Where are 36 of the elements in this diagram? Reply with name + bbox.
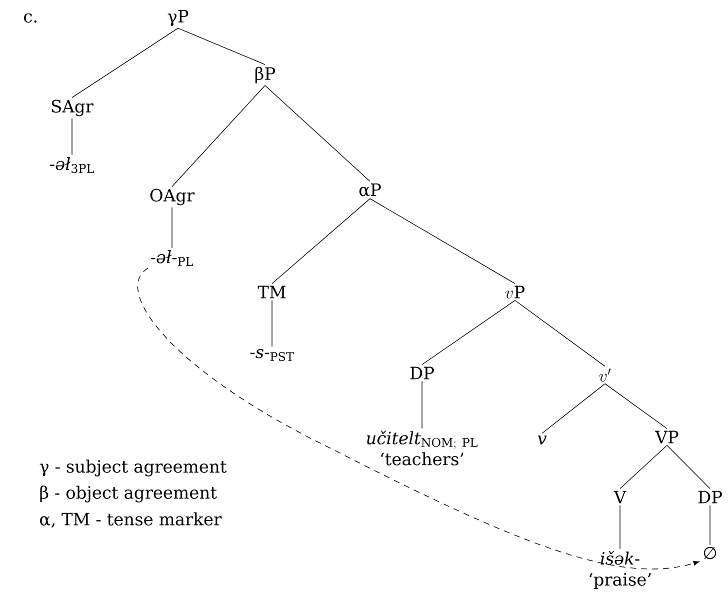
tree-node-label: DP [698,490,722,504]
branch-line [422,300,516,365]
tree-node-label: γP [168,10,188,26]
morpheme-label: -s-$_{PST}$ [250,348,294,362]
tree-node-label: βP [255,66,276,84]
morpheme-label: -əł$_{3PL}$ [50,157,94,173]
branch-line [264,85,370,182]
note-text: β - object agreement [40,486,217,502]
branch-line [514,300,606,367]
tree-node-label: $v\mathrm{P}$ [505,286,525,298]
branch-line [620,445,668,489]
tree-node-label: v [538,436,547,444]
tree-node-label: VP [654,430,678,444]
tree-node-label: SAgr [52,100,94,116]
branch-line [172,85,266,187]
branch-line [72,28,178,98]
note-text: γ - subject agreement [40,460,227,476]
branch-line [272,198,370,284]
movement-arrow [138,268,700,570]
morpheme-label: $\textit{učitelt}_{\mathrm{NOM;\ PL}}$ ‘teachers’ [366,430,478,466]
branch-line [604,383,668,429]
tree-node-label: $v'$ [599,368,611,382]
morpheme-label: išək- ‘praise’ [590,550,651,590]
note-text: α, TM - tense marker [40,512,222,528]
tree-node-label: DP [410,366,434,380]
tree-node-label: αP [359,184,381,196]
morpheme-label: -əł-$_{PL}$ [151,250,193,266]
tree-node-label: TM [258,286,286,298]
example-letter: c. [24,13,37,23]
branch-line [370,198,516,284]
tree-node-label: V [614,490,626,504]
branch-line [178,28,266,65]
branch-line [666,445,710,489]
tree-node-label: OAgr [150,188,195,206]
morpheme-label: ∅ [704,546,716,560]
branch-line [542,383,606,434]
